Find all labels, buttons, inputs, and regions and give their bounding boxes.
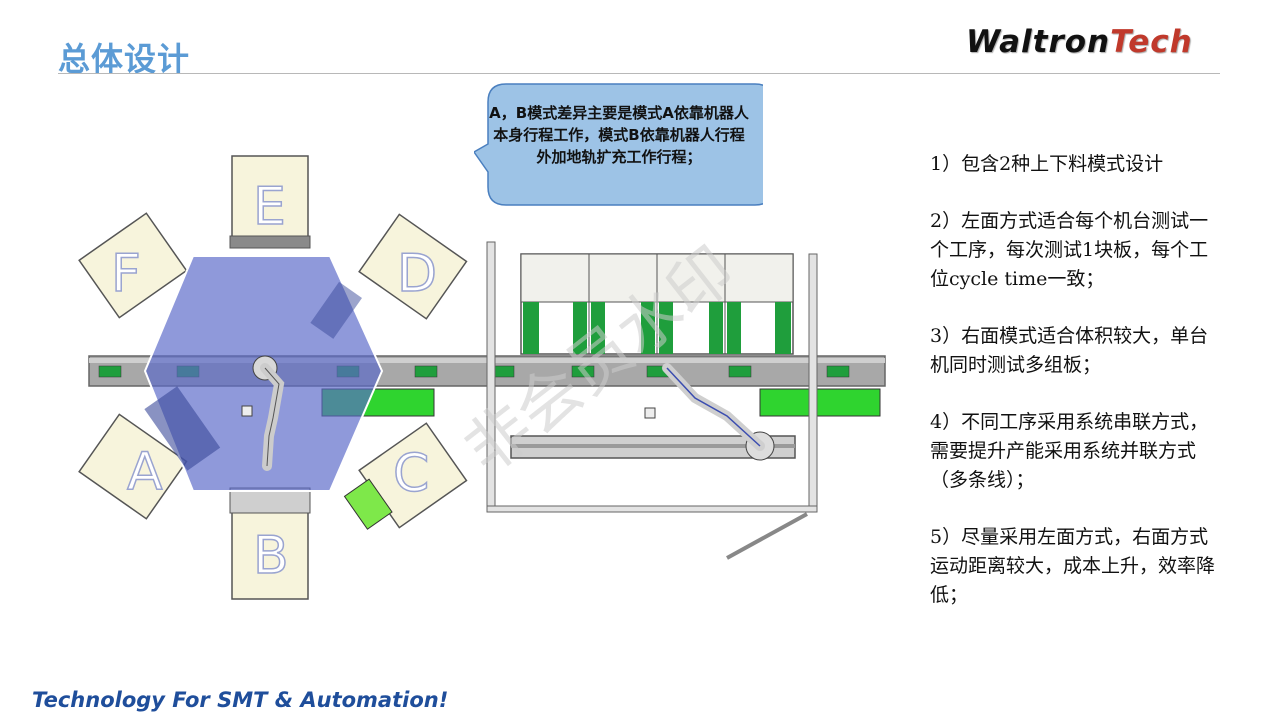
machine-slot (659, 302, 673, 354)
conveyor-pad (826, 365, 850, 378)
title-divider (58, 73, 1220, 74)
note-item: 4）不同工序采用系统串联方式，需要提升产能采用系统并联方式（多条线）； (930, 411, 1209, 491)
note-item: 5）尽量采用左面方式，右面方式运动距离较大，成本上升，效率降低； (930, 526, 1216, 606)
test-station-a (78, 413, 188, 520)
rail-robot-cable (666, 367, 761, 447)
conveyor-pad (414, 365, 438, 378)
machine-slot (591, 302, 605, 354)
robot-sensor (241, 405, 253, 417)
robot-arm-outline (264, 367, 280, 467)
machine-slot (523, 302, 539, 354)
note-item: 1）包含2种上下料模式设计 (930, 153, 1164, 175)
callout-shape (474, 83, 763, 206)
conveyor-pad (728, 365, 752, 378)
tray-rack (310, 281, 362, 339)
test-station-e (231, 155, 309, 239)
machine-slot (727, 302, 741, 354)
machine-slot (709, 302, 723, 354)
rail-robot-sensor (644, 407, 656, 419)
footer-tagline: Technology For SMT & Automation! (32, 688, 449, 712)
station-label-d: D (397, 244, 437, 304)
gantry-post-right (808, 253, 818, 513)
gantry-beam (486, 505, 818, 513)
test-station-b (231, 510, 309, 600)
station-green-panel (343, 478, 393, 530)
conveyor-pad (571, 365, 595, 378)
layout-diagram-svg: A B C D E F (78, 155, 886, 600)
notes-panel: 1）包含2种上下料模式设计 2）左面方式适合每个机台测试一个工序，每次测试1块板… (930, 150, 1222, 638)
station-label-b: B (253, 526, 289, 586)
machine-slot (775, 302, 791, 354)
machine-slot (573, 302, 587, 354)
company-logo: WaltronTech (966, 24, 1193, 60)
layout-diagram: A B C D E F (47, 136, 920, 605)
station-base (229, 487, 311, 514)
callout-bubble (474, 83, 763, 206)
logo-text-waltron: Waltron (966, 24, 1111, 60)
station-base (229, 235, 311, 249)
tray-rack (144, 386, 221, 471)
station-label-a: A (127, 442, 163, 502)
station-label-e: E (253, 177, 286, 237)
floor-rail-track (511, 444, 795, 448)
page-title: 总体设计 (58, 40, 191, 78)
test-station-d (358, 213, 468, 320)
machine-slot (641, 302, 655, 354)
station-label-f: F (111, 244, 141, 304)
gantry-support (726, 512, 808, 560)
conveyor-pad (98, 365, 122, 378)
station-label-c: C (393, 444, 429, 504)
buffer-station (759, 388, 881, 417)
test-station-f (78, 212, 188, 319)
note-item: 3）右面模式适合体积较大，单台机同时测试多组板； (930, 325, 1209, 376)
logo-text-tech: Tech (1110, 24, 1193, 60)
callout-text: A，B模式差异主要是模式A依靠机器人本身行程工作，模式B依靠机器人行程外加地轨扩… (489, 104, 749, 166)
note-item: 2）左面方式适合每个机台测试一个工序，每次测试1块板，每个工位cycle tim… (930, 210, 1209, 290)
